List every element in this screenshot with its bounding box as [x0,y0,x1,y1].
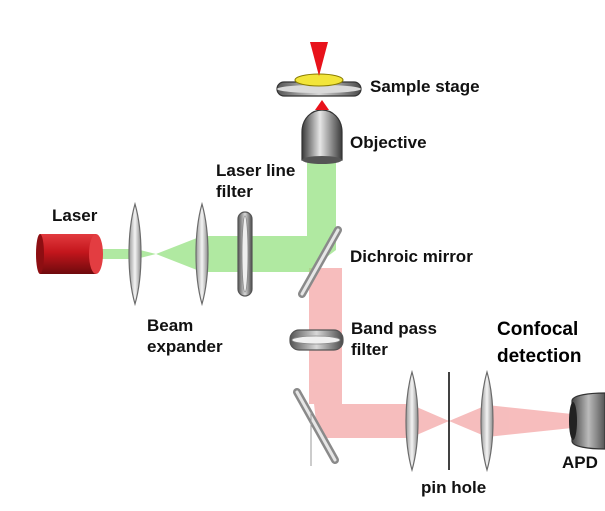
label-confocal-line2: detection [497,346,581,367]
apd-detector [569,392,605,450]
label-beam-expander-line2: expander [147,337,223,356]
label-band-pass-filter-line2: filter [351,340,388,359]
label-laser: Laser [52,206,98,225]
label-laser-line-filter-line2: filter [216,182,253,201]
fold-mirror [293,388,339,466]
detection-optics [405,369,494,473]
laser-source [36,234,103,274]
label-beam-expander-line1: Beam [147,316,193,335]
objective-lens [301,100,343,164]
label-dichroic-mirror: Dichroic mirror [350,247,473,266]
band-pass-filter [289,329,344,351]
beam-expander [128,201,209,307]
laser-line-filter [237,211,253,297]
label-objective: Objective [350,133,427,152]
dichroic-mirror [298,226,342,298]
label-apd: APD [562,453,598,472]
label-band-pass-filter-line1: Band pass [351,319,437,338]
sample-stage [276,42,362,97]
label-sample-stage: Sample stage [370,77,480,96]
labels: Laser Beam expander Laser line filter Sa… [52,77,598,497]
sample-marker [310,42,328,76]
label-confocal-line1: Confocal [497,319,578,340]
label-pin-hole: pin hole [421,478,486,497]
label-laser-line-filter-line1: Laser line [216,161,295,180]
